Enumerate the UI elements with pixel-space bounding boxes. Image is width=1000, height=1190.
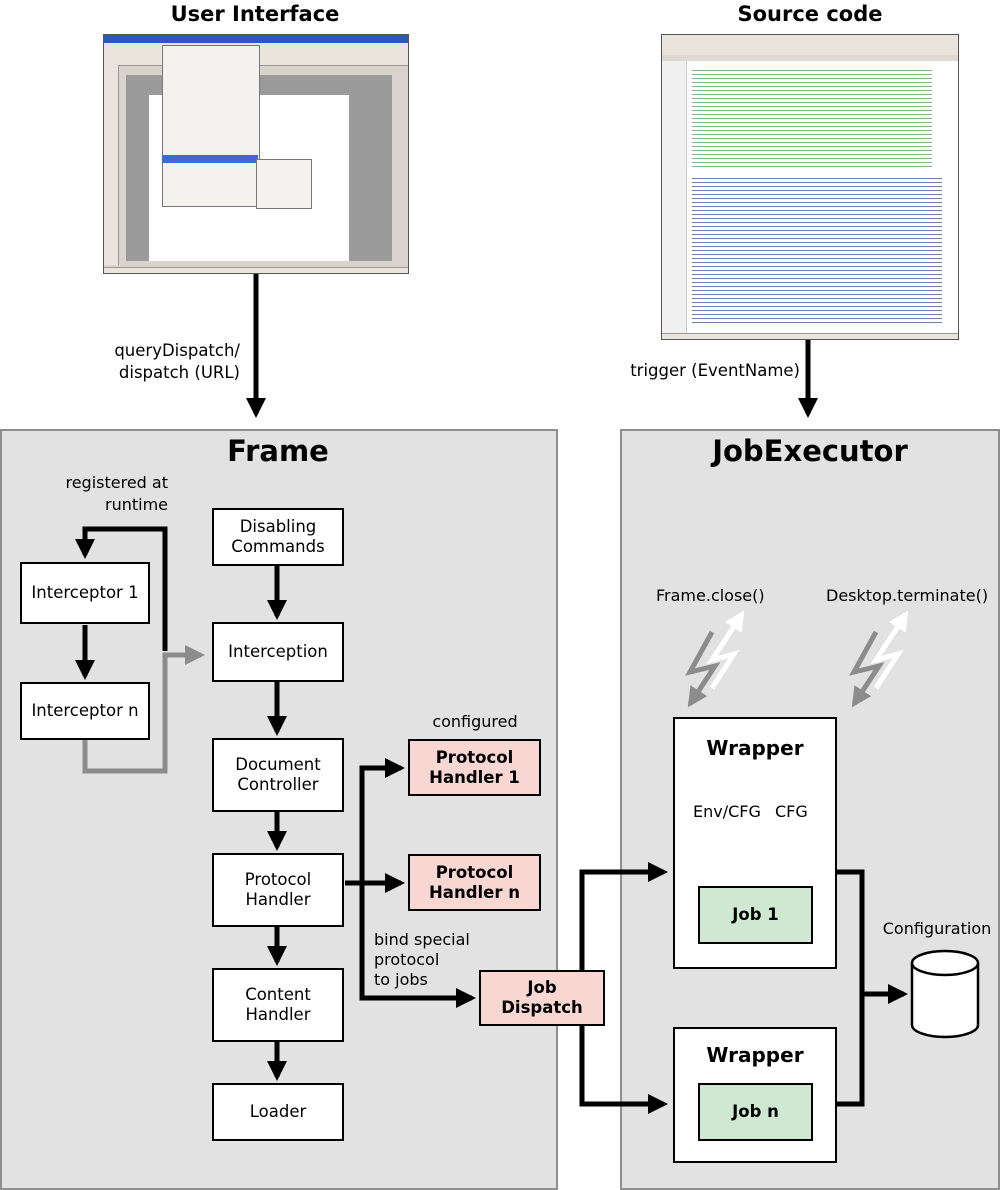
source-code-screenshot (661, 34, 959, 340)
frame-title: Frame (227, 434, 329, 468)
configured-label: configured (432, 712, 518, 731)
database-icon (910, 949, 980, 1039)
job-1-box: Job 1 (698, 886, 813, 944)
document-controller-box: Document Controller (212, 738, 344, 812)
protocol-handler-1-box: Protocol Handler 1 (408, 739, 541, 796)
registered-label: registered at runtime (65, 473, 168, 514)
bind-label: bind special protocol to jobs (374, 930, 470, 989)
content-handler-box: Content Handler (212, 968, 344, 1042)
protocol-handler-box: Protocol Handler (212, 853, 344, 927)
wrapper-1-title: Wrapper (706, 736, 804, 760)
user-interface-screenshot (103, 34, 409, 274)
interceptor-n-box: Interceptor n (20, 682, 150, 740)
cfg-label: CFG (775, 802, 808, 821)
dispatch-label: queryDispatch/ dispatch (URL) (114, 341, 240, 382)
disabling-commands-box: Disabling Commands (212, 508, 344, 566)
env-cfg-label: Env/CFG (693, 802, 761, 821)
header-source-code: Source code (737, 2, 883, 26)
desktop-terminate-label: Desktop.terminate() (826, 586, 989, 605)
configuration-label: Configuration (882, 919, 992, 938)
loader-box: Loader (212, 1083, 344, 1141)
interceptor-1-box: Interceptor 1 (20, 562, 150, 624)
protocol-handler-n-box: Protocol Handler n (408, 854, 541, 911)
wrapper-2-title: Wrapper (706, 1043, 804, 1067)
frame-close-label: Frame.close() (656, 586, 765, 605)
trigger-label: trigger (EventName) (630, 361, 800, 380)
header-user-interface: User Interface (170, 2, 340, 26)
job-n-box: Job n (698, 1083, 813, 1141)
job-dispatch-box: Job Dispatch (479, 970, 605, 1026)
interception-box: Interception (212, 622, 344, 682)
jobexecutor-title: JobExecutor (712, 434, 908, 468)
